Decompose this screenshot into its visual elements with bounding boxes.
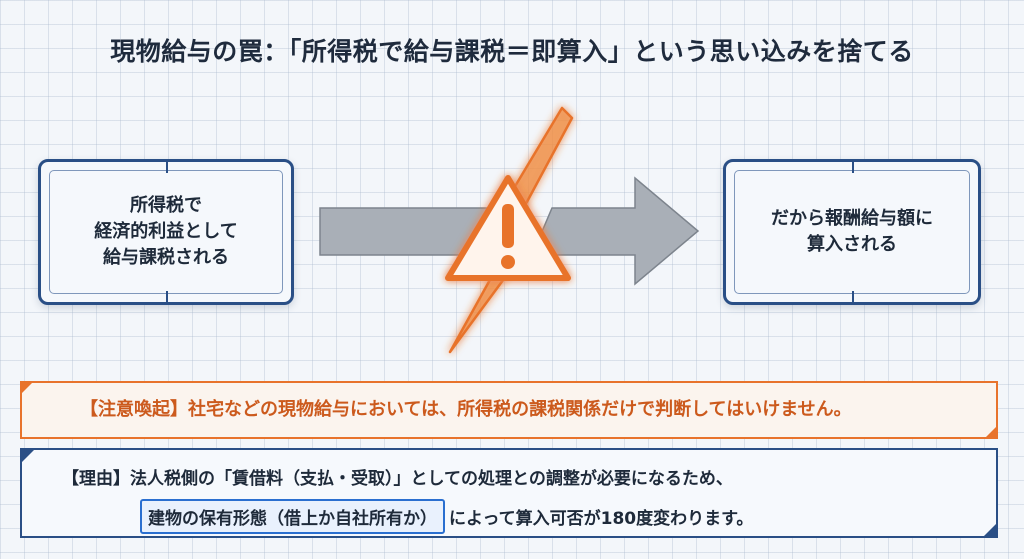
frame-tick	[852, 159, 854, 173]
conclusion-box: だから報酬給与額に 算入される	[723, 159, 981, 305]
corner-accent	[20, 381, 34, 395]
reason-text-line1: 【理由】法人税側の「賃借料（支払・受取）」としての処理との調整が必要になるため、	[62, 469, 733, 489]
warning-triangle-icon	[445, 175, 571, 281]
warning-text: 【注意喚起】社宅などの現物給与においては、所得税の課税関係だけで判断してはいけま…	[80, 399, 852, 420]
corner-accent	[982, 522, 998, 538]
broken-arrow-graphic	[319, 106, 700, 354]
frame-tick	[166, 291, 168, 305]
reason-notice: 【理由】法人税側の「賃借料（支払・受取）」としての処理との調整が必要になるため、…	[20, 448, 998, 538]
corner-accent	[20, 448, 36, 464]
reason-text-line2: 建物の保有形態（借上か自社所有か） によって算入可否が180度変わります。	[140, 499, 753, 534]
corner-accent	[984, 425, 998, 439]
reason-text-line2-rest: によって算入可否が180度変わります。	[449, 509, 754, 529]
conclusion-text: だから報酬給与額に 算入される	[771, 208, 933, 255]
premise-text: 所得税で 経済的利益として 給与課税される	[94, 195, 238, 268]
frame-tick	[852, 291, 854, 305]
premise-box: 所得税で 経済的利益として 給与課税される	[38, 159, 294, 305]
warning-notice: 【注意喚起】社宅などの現物給与においては、所得税の課税関係だけで判断してはいけま…	[20, 381, 998, 439]
building-ownership-highlight: 建物の保有形態（借上か自社所有か）	[140, 499, 445, 534]
page-title: 現物給与の罠：「所得税で給与課税＝即算入」という思い込みを捨てる	[110, 37, 914, 66]
frame-tick	[166, 159, 168, 173]
